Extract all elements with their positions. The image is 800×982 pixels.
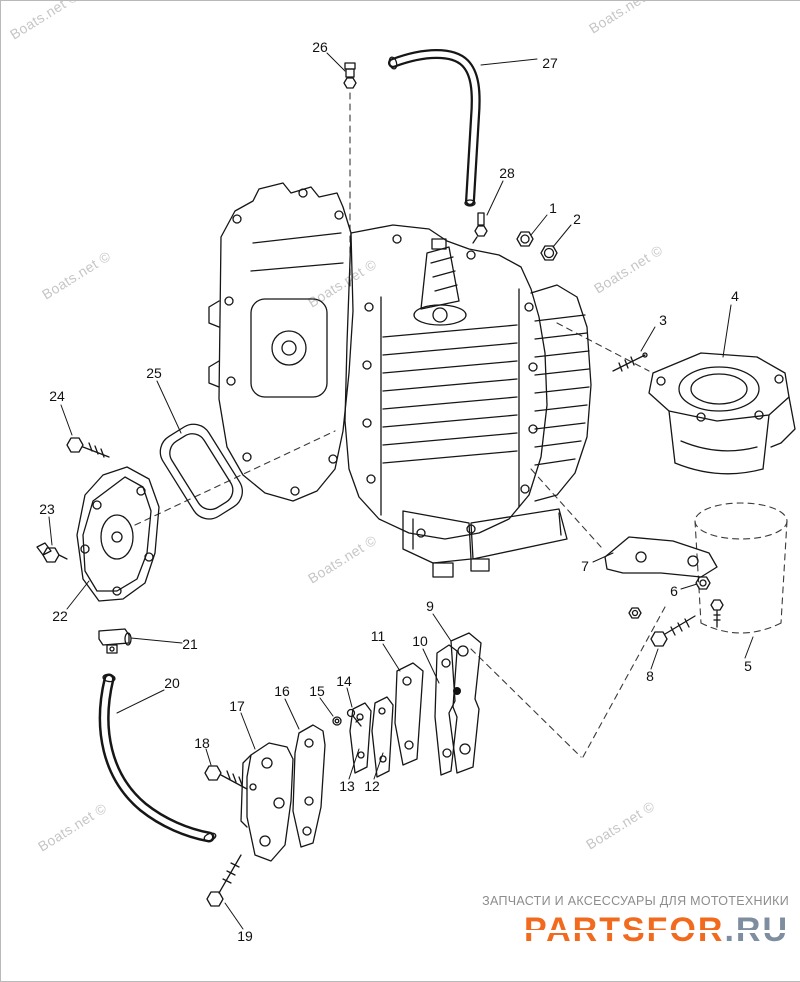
callout-22: 22	[52, 580, 90, 624]
nut-2	[540, 245, 558, 261]
callout-17: 17	[229, 698, 256, 750]
callout-label-15: 15	[309, 683, 325, 699]
callout-1: 1	[530, 200, 557, 236]
callout-11: 11	[371, 628, 401, 672]
callout-14: 14	[336, 673, 353, 708]
callout-label-13: 13	[339, 778, 355, 794]
bolt-18	[204, 765, 248, 790]
callout-label-6: 6	[670, 583, 678, 599]
callout-8: 8	[646, 648, 659, 684]
callout-label-1: 1	[549, 200, 557, 216]
callout-label-8: 8	[646, 668, 654, 684]
strip-12	[371, 696, 394, 778]
callout-4: 4	[722, 288, 739, 358]
bolt-24	[66, 437, 110, 458]
callout-label-28: 28	[499, 165, 515, 181]
callout-label-3: 3	[659, 312, 667, 328]
fitting-26	[343, 62, 357, 89]
callout-label-4: 4	[731, 288, 739, 304]
callout-9: 9	[426, 598, 452, 642]
callout-5: 5	[744, 636, 754, 674]
callout-label-2: 2	[573, 211, 581, 227]
callout-label-10: 10	[412, 633, 428, 649]
callout-24: 24	[49, 388, 73, 436]
callouts: 1 2 3 4 5 6 7	[39, 39, 754, 944]
footer-tagline: ЗАПЧАСТИ И АКСЕССУАРЫ ДЛЯ МОТОТЕХНИКИ	[482, 894, 789, 908]
callout-12: 12	[364, 752, 384, 794]
callout-label-22: 22	[52, 608, 68, 624]
plate-9	[448, 632, 482, 774]
fuel-hose-27	[388, 49, 481, 207]
callout-label-26: 26	[312, 39, 328, 55]
gasket-25	[159, 423, 243, 520]
callout-label-24: 24	[49, 388, 65, 404]
callout-label-27: 27	[542, 55, 558, 71]
plate-10	[434, 644, 458, 776]
stud-3	[612, 352, 648, 372]
ghost-housing-5	[694, 502, 788, 634]
callout-18: 18	[194, 735, 212, 766]
engine-block	[208, 182, 592, 578]
mount-adapter-4	[648, 352, 796, 475]
callout-6: 6	[670, 583, 698, 599]
screw-14	[346, 708, 362, 727]
callout-label-25: 25	[146, 365, 162, 381]
callout-label-17: 17	[229, 698, 245, 714]
washer-15	[332, 716, 342, 726]
callout-19: 19	[224, 902, 253, 944]
bracket-7	[604, 536, 718, 578]
callout-label-19: 19	[237, 928, 253, 944]
callout-label-21: 21	[182, 636, 198, 652]
assembly-guide-lines	[134, 92, 666, 758]
plate-11	[394, 662, 424, 766]
callout-16: 16	[274, 683, 300, 730]
callout-27: 27	[480, 55, 558, 71]
fitting-28	[472, 212, 488, 244]
bolt-8	[650, 615, 696, 647]
callout-label-18: 18	[194, 735, 210, 751]
callout-21: 21	[130, 636, 198, 652]
partsfor-logo: PARTSFOR.RU	[523, 913, 789, 947]
bolt-small-vertical	[710, 599, 724, 628]
bracket-17	[240, 742, 294, 862]
hose-20	[98, 673, 217, 843]
callout-28: 28	[486, 165, 515, 216]
callout-7: 7	[581, 552, 614, 574]
bolt-19	[206, 854, 242, 907]
callout-25: 25	[146, 365, 182, 434]
crankshaft-stub	[413, 238, 467, 326]
fitting-21	[98, 628, 132, 654]
callout-20: 20	[116, 675, 180, 714]
callout-26: 26	[312, 39, 346, 72]
callout-label-16: 16	[274, 683, 290, 699]
cover-22	[76, 466, 160, 602]
plate-16	[292, 724, 326, 848]
callout-label-12: 12	[364, 778, 380, 794]
fitting-23	[36, 542, 68, 563]
callout-label-5: 5	[744, 658, 752, 674]
callout-label-7: 7	[581, 558, 589, 574]
callout-23: 23	[39, 501, 55, 546]
callout-15: 15	[309, 683, 334, 717]
callout-label-20: 20	[164, 675, 180, 691]
callout-13: 13	[339, 748, 360, 794]
callout-label-23: 23	[39, 501, 55, 517]
callout-10: 10	[412, 633, 440, 684]
callout-2: 2	[552, 211, 581, 248]
strip-13	[349, 702, 372, 774]
logo-stencil-stripe	[523, 930, 789, 933]
nut-6	[628, 576, 711, 619]
callout-3: 3	[640, 312, 667, 352]
footer: ЗАПЧАСТИ И АКСЕССУАРЫ ДЛЯ МОТОТЕХНИКИ PA…	[482, 894, 789, 947]
nut-1	[516, 231, 534, 247]
callout-label-14: 14	[336, 673, 352, 689]
callout-label-11: 11	[371, 628, 386, 644]
callout-label-9: 9	[426, 598, 434, 614]
